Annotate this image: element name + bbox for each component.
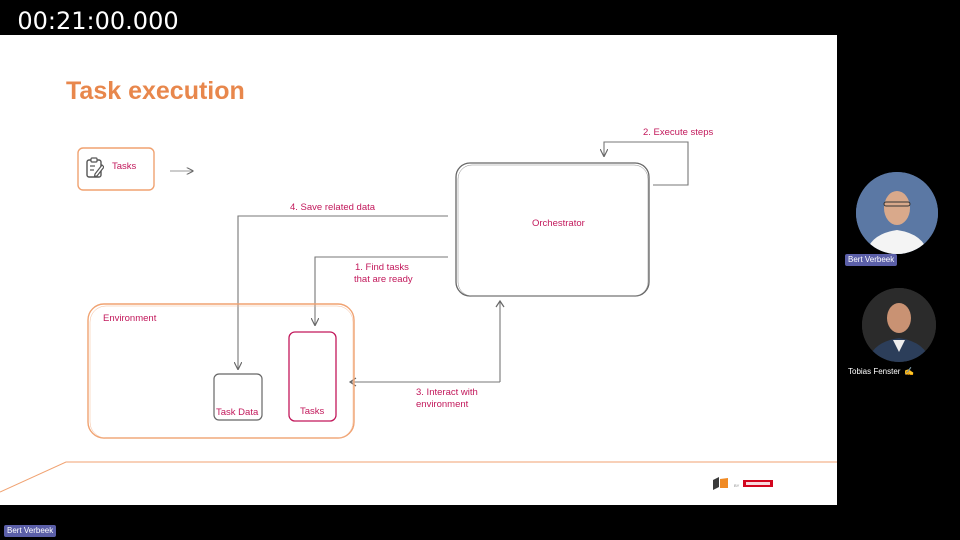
sponsor-logos: BY	[711, 476, 775, 492]
task-list-icon	[86, 157, 105, 179]
task-data-box	[213, 373, 263, 421]
person-avatar-icon	[862, 288, 936, 362]
participant-name-badge-bert: Bert Verbeek	[845, 254, 898, 266]
find-tasks-label-line1: 1. Find tasks	[355, 262, 409, 273]
interact-arrow	[350, 301, 501, 383]
execute-steps-arrow	[604, 141, 689, 186]
participant-video-tobias[interactable]	[862, 288, 936, 362]
find-tasks-label-line2: that are ready	[354, 274, 413, 285]
save-data-label: 4. Save related data	[290, 202, 376, 213]
tasks-chip-label: Tasks	[112, 161, 137, 172]
conference-logo-icon	[713, 477, 719, 490]
interact-label-line1: 3. Interact with	[416, 387, 478, 398]
recording-timestamp: 00:21:00.000	[8, 5, 188, 36]
interact-label-line2: environment	[416, 399, 469, 410]
tasks-store-label: Tasks	[300, 406, 325, 417]
find-tasks-arrow	[315, 256, 448, 325]
slide-title: Task execution	[66, 77, 245, 105]
participant-video-bert[interactable]	[856, 172, 938, 254]
task-flow-diagram	[0, 141, 837, 493]
person-avatar-icon	[856, 172, 938, 254]
participant-name-tobias: Tobias Fenster	[848, 367, 901, 376]
signature-icon: ✍	[904, 367, 914, 376]
active-speaker-badge: Bert Verbeek	[4, 525, 57, 537]
save-data-arrow	[238, 215, 448, 369]
task-data-label: Task Data	[216, 407, 259, 418]
tasks-chip-box	[77, 147, 155, 191]
execute-steps-label: 2. Execute steps	[643, 127, 714, 138]
svg-text:BY: BY	[734, 483, 740, 488]
presentation-slide: Task execution	[0, 35, 837, 505]
tasks-store-box	[288, 331, 337, 422]
orchestrator-label: Orchestrator	[532, 218, 585, 229]
slide-footer-line	[0, 461, 837, 493]
environment-label: Environment	[103, 313, 157, 324]
